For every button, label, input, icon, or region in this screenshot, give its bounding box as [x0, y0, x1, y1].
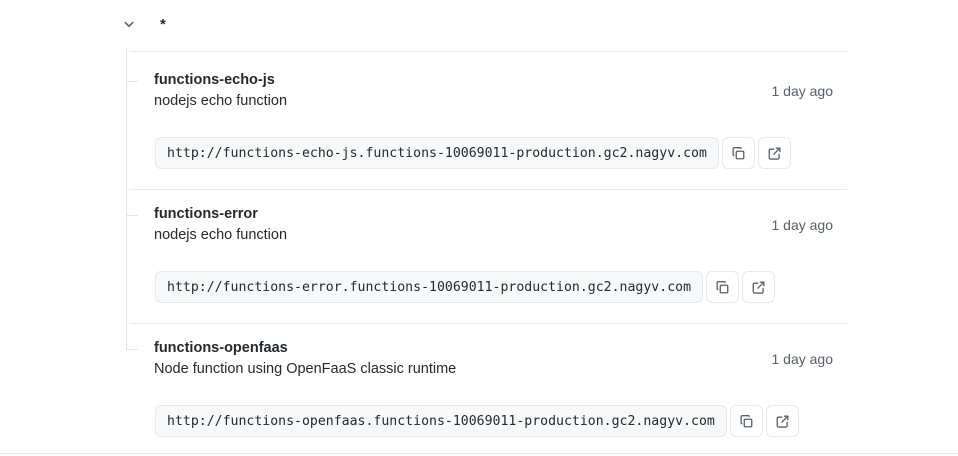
tree-branch-line [126, 215, 138, 216]
list-item-timestamp: 1 day ago [771, 351, 834, 367]
list-separator [130, 189, 847, 190]
list-item-description: nodejs echo function [154, 93, 288, 109]
list-item-header: functions-echo-js nodejs echo function 1… [154, 70, 847, 114]
list-item-title[interactable]: functions-echo-js [154, 72, 275, 88]
url-field[interactable]: http://functions-echo-js.functions-10069… [155, 137, 719, 169]
external-link-icon[interactable] [765, 405, 799, 437]
list-separator [130, 51, 847, 52]
url-text: http://functions-error.functions-1006901… [167, 279, 692, 295]
list-item-timestamp: 1 day ago [771, 217, 834, 233]
page-bottom-separator [0, 453, 958, 454]
url-field[interactable]: http://functions-openfaas.functions-1006… [155, 405, 727, 437]
tree-branch-line [126, 349, 138, 350]
tree-branch-line [126, 81, 138, 82]
url-text: http://functions-echo-js.functions-10069… [167, 145, 707, 161]
list-item: functions-openfaas Node function using O… [154, 338, 847, 382]
external-link-icon[interactable] [757, 137, 791, 169]
list-item-timestamp: 1 day ago [771, 83, 834, 99]
list-item-header: functions-openfaas Node function using O… [154, 338, 847, 382]
list-separator [130, 323, 847, 324]
group-title: * [160, 15, 166, 33]
list-item-title[interactable]: functions-error [154, 206, 258, 222]
chevron-down-icon[interactable] [118, 13, 140, 35]
copy-icon[interactable] [721, 137, 755, 169]
url-row: http://functions-openfaas.functions-1006… [155, 405, 799, 437]
url-field[interactable]: http://functions-error.functions-1006901… [155, 271, 704, 303]
list-item-description: Node function using OpenFaaS classic run… [154, 361, 457, 377]
list-item-header: functions-error nodejs echo function 1 d… [154, 204, 847, 248]
url-row: http://functions-error.functions-1006901… [155, 271, 776, 303]
list-item-description: nodejs echo function [154, 227, 288, 243]
group-header: * [118, 8, 166, 40]
tree-trunk-line [126, 48, 127, 349]
copy-icon[interactable] [706, 271, 740, 303]
list-item-title[interactable]: functions-openfaas [154, 340, 288, 356]
url-row: http://functions-echo-js.functions-10069… [155, 137, 791, 169]
url-text: http://functions-openfaas.functions-1006… [167, 413, 715, 429]
list-item: functions-error nodejs echo function 1 d… [154, 204, 847, 248]
copy-icon[interactable] [729, 405, 763, 437]
external-link-icon[interactable] [742, 271, 776, 303]
list-item: functions-echo-js nodejs echo function 1… [154, 70, 847, 114]
